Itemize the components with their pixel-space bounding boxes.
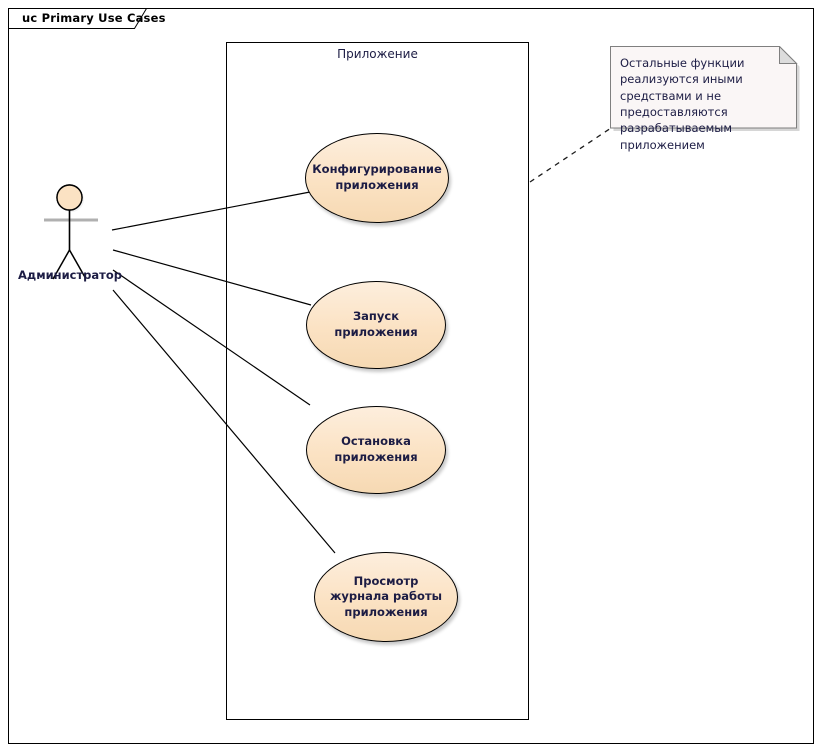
association-admin-start[interactable] [112, 249, 312, 306]
note-anchor-dashed-line[interactable] [529, 127, 612, 183]
use-case-stop[interactable]: Остановка приложения [306, 406, 446, 494]
system-boundary-label: Приложение [337, 47, 418, 61]
use-case-label-stop: Остановка приложения [334, 434, 418, 464]
system-boundary-box [226, 42, 529, 720]
actor-stick-figure-icon [44, 184, 98, 280]
use-case-start[interactable]: Запуск приложения [306, 281, 446, 369]
diagram-frame [8, 8, 814, 744]
use-case-label-view-log: Просмотр журнала работы приложения [329, 573, 443, 619]
use-case-label-configure: Конфигурирование приложения [312, 162, 442, 192]
actor-label-administrator: Администратор [18, 268, 122, 282]
note-shape-icon [610, 45, 800, 131]
association-admin-view-log[interactable] [112, 289, 336, 554]
diagram-title: uc Primary Use Cases [22, 11, 166, 25]
frame-tab-shape-icon [8, 8, 148, 29]
use-case-view-log[interactable]: Просмотр журнала работы приложения [314, 552, 458, 642]
association-admin-stop[interactable] [112, 269, 311, 406]
note-text: Остальные функции реализуются иными сред… [620, 56, 745, 152]
note-comment[interactable]: Остальные функции реализуются иными сред… [610, 45, 800, 152]
use-case-configure[interactable]: Конфигурирование приложения [305, 133, 449, 223]
actor-administrator[interactable] [40, 182, 102, 292]
association-admin-configure[interactable] [111, 191, 311, 231]
use-case-label-start: Запуск приложения [334, 309, 418, 339]
